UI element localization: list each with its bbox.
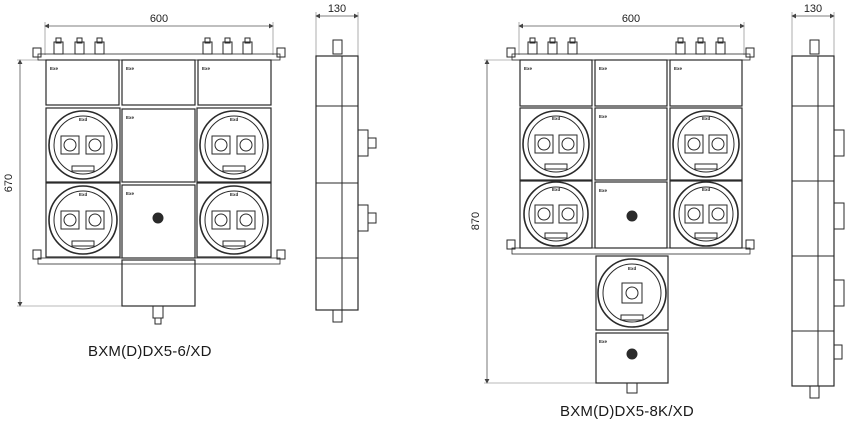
bottom-mounting-rail [37, 257, 281, 265]
exd-label: Exd [552, 187, 561, 192]
exe-junction-box [594, 59, 668, 107]
switch-handle-icon [833, 129, 845, 157]
cable-gland-icon [809, 39, 820, 55]
indicator-lamp-icon [626, 210, 638, 222]
exd-socket-box [669, 107, 743, 181]
exe-junction-box [121, 59, 196, 106]
exe-label: Exe [599, 188, 608, 193]
left-height-label: 670 [3, 174, 15, 192]
exe-label: Exe [126, 191, 135, 196]
top-mounting-rail [37, 53, 281, 61]
exd-socket-box [196, 182, 272, 258]
exd-label: Exd [79, 117, 88, 122]
right-model-caption: BXM(D)DX5-8K/XD [560, 403, 694, 420]
mounting-ear-icon [745, 239, 755, 250]
left-width-dimension [44, 22, 274, 55]
mounting-ear-icon [32, 47, 42, 58]
exe-indicator-box [121, 184, 196, 259]
exe-label: Exe [599, 66, 608, 71]
right-side-dimension [791, 12, 835, 56]
cable-gland-icon [332, 39, 343, 55]
mounting-ear-icon [506, 47, 516, 58]
cable-gland-icon [332, 309, 343, 323]
exe-label: Exe [599, 114, 608, 119]
left-width-label: 600 [150, 13, 168, 25]
mounting-ear-icon [276, 249, 286, 260]
cable-gland-icon [53, 37, 253, 55]
indicator-lamp-icon [152, 212, 164, 224]
cable-gland-icon [527, 37, 726, 55]
exd-socket-box [45, 107, 121, 183]
right-side-view [791, 12, 845, 399]
cable-gland-icon [626, 382, 638, 394]
exd-label: Exd [79, 192, 88, 197]
left-model-caption: BXM(D)DX5-6/XD [88, 343, 212, 360]
right-width-label: 600 [622, 13, 640, 25]
left-side-view [315, 12, 377, 323]
exe-indicator-box [594, 181, 668, 249]
switch-handle-icon [357, 204, 369, 232]
mounting-ear-icon [506, 239, 516, 250]
right-side-depth-label: 130 [804, 3, 822, 15]
exe-label: Exe [524, 66, 533, 71]
exd-label: Exd [552, 116, 561, 121]
exd-socket-box [519, 180, 593, 249]
exe-label: Exe [599, 339, 608, 344]
exe-junction-box [197, 59, 272, 106]
exe-junction-box [594, 107, 668, 181]
mounting-ear-icon [745, 47, 755, 58]
exd-label: Exd [702, 116, 711, 121]
exd-label: Exd [628, 266, 637, 271]
exd-socket-box [196, 107, 272, 183]
exd-socket-box [669, 180, 743, 249]
exd-label: Exd [230, 117, 239, 122]
left-side-depth-label: 130 [328, 3, 346, 15]
exe-label: Exe [202, 66, 211, 71]
exe-junction-box [45, 59, 120, 106]
exe-junction-box [121, 259, 196, 307]
exe-junction-box [669, 59, 743, 107]
right-front-view [484, 22, 755, 394]
left-side-dimension [315, 12, 359, 56]
exe-label: Exe [126, 66, 135, 71]
switch-handle-icon [357, 129, 369, 157]
exd-label: Exd [702, 187, 711, 192]
switch-handle-icon [833, 279, 845, 307]
switch-handle-icon [833, 202, 845, 230]
left-front-view [17, 22, 286, 325]
right-width-dimension [518, 22, 745, 55]
cable-gland-icon [809, 385, 820, 399]
exe-junction-box [121, 108, 196, 183]
mounting-ear-icon [32, 249, 42, 260]
exd-socket-box [45, 182, 121, 258]
indicator-lamp-icon [626, 348, 638, 360]
exe-label: Exe [50, 66, 59, 71]
right-height-label: 870 [470, 212, 482, 230]
cable-gland-icon [152, 305, 164, 319]
exd-socket-box [519, 107, 593, 181]
exd-label: Exd [230, 192, 239, 197]
exd-switch-box [595, 255, 669, 331]
exe-label: Exe [674, 66, 683, 71]
exe-junction-box [519, 59, 593, 107]
mounting-ear-icon [276, 47, 286, 58]
exe-label: Exe [126, 115, 135, 120]
